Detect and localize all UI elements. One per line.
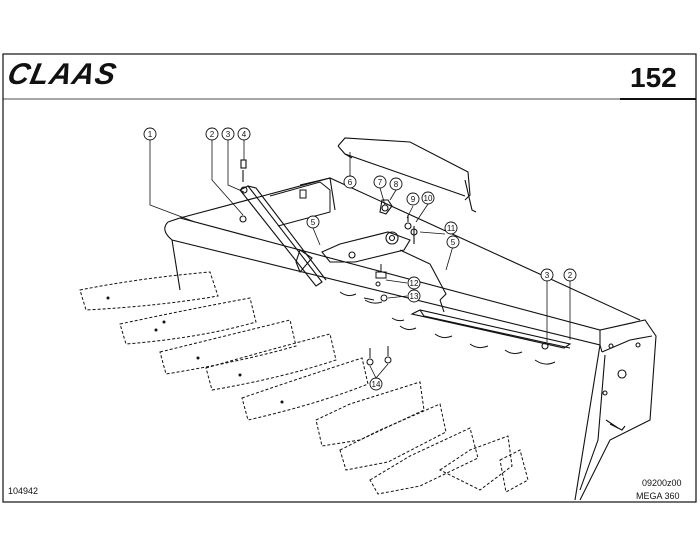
callout-12: 12 <box>410 279 419 288</box>
callout-markers <box>143 127 577 391</box>
rake-tines <box>79 271 529 495</box>
left-strip <box>239 159 327 287</box>
pivot-bracket <box>295 199 447 313</box>
beam-assembly <box>164 177 657 501</box>
callout-7: 7 <box>378 178 383 187</box>
fasteners <box>363 264 392 366</box>
right-strip <box>410 309 572 350</box>
callout-1: 1 <box>148 130 153 139</box>
page-number: 152 <box>630 62 677 93</box>
callout-9: 9 <box>411 195 416 204</box>
callout-3-right: 3 <box>545 271 550 280</box>
callout-10: 10 <box>424 194 433 203</box>
leader-lines <box>149 140 571 379</box>
drawing-number: 104942 <box>8 486 39 496</box>
machine-model: MEGA 360 <box>636 491 680 501</box>
brand-logo: CLAAS <box>4 58 120 91</box>
callout-13: 13 <box>410 292 419 301</box>
callout-4: 4 <box>242 130 247 139</box>
beam-slots <box>339 291 556 365</box>
callout-8: 8 <box>394 180 399 189</box>
callout-5: 5 <box>311 218 316 227</box>
tine-holes <box>106 296 284 404</box>
catalog-code: 09200z00 <box>642 478 682 488</box>
callout-14: 14 <box>372 380 381 389</box>
callout-5-right: 5 <box>451 238 456 247</box>
callout-labels: 1 2 3 4 5 6 7 8 9 10 11 12 13 14 3 2 5 <box>148 130 573 389</box>
callout-11: 11 <box>447 224 456 233</box>
cover-plate <box>337 137 477 213</box>
callout-2-right: 2 <box>568 271 573 280</box>
callout-6: 6 <box>348 178 353 187</box>
callout-2: 2 <box>210 130 215 139</box>
rear-bracket <box>269 181 331 227</box>
callout-3: 3 <box>226 130 231 139</box>
